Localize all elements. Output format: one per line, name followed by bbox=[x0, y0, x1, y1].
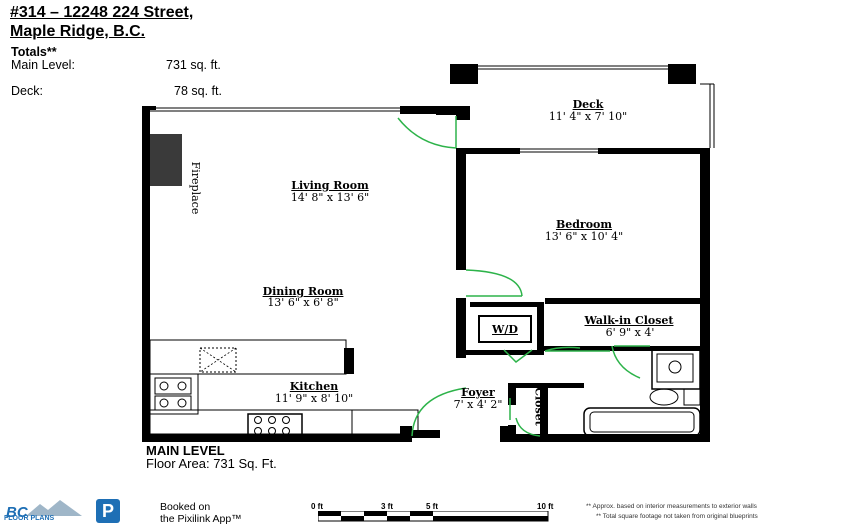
scale-label-0: 0 ft bbox=[311, 502, 323, 511]
washer-dryer-label: W/D bbox=[492, 323, 518, 336]
fireplace bbox=[150, 134, 182, 186]
foyer-label: Foyer bbox=[461, 386, 495, 399]
foyer-dims: 7' x 4' 2" bbox=[453, 398, 503, 411]
scale-bar bbox=[318, 511, 549, 522]
level-area: Floor Area: 731 Sq. Ft. bbox=[146, 456, 277, 471]
totals-deck-label: Deck: bbox=[11, 84, 43, 98]
address-line-2: Maple Ridge, B.C. bbox=[10, 23, 146, 40]
kitchen-dims: 11' 9" x 8' 10" bbox=[274, 392, 354, 405]
living-room-dims: 14' 8" x 13' 6" bbox=[290, 191, 370, 204]
totals-deck-value: 78 sq. ft. bbox=[174, 84, 222, 98]
walk-in-closet-label: Walk-in Closet bbox=[584, 314, 674, 327]
dining-room-dims: 13' 6" x 6' 8" bbox=[267, 296, 339, 309]
totals-title: Totals** bbox=[11, 45, 57, 59]
deck-dims: 11' 4" x 7' 10" bbox=[548, 110, 628, 123]
bedroom-label: Bedroom bbox=[555, 218, 613, 231]
level-name: MAIN LEVEL bbox=[146, 443, 225, 458]
fireplace-label: Fireplace bbox=[189, 161, 202, 215]
scale-label-10: 10 ft bbox=[537, 502, 554, 511]
exterior-walls bbox=[142, 106, 710, 442]
totals-main-label: Main Level: bbox=[11, 58, 75, 72]
door-swings bbox=[397, 116, 650, 437]
deck-label: Deck bbox=[572, 98, 604, 111]
closet-label: Closet bbox=[532, 387, 546, 426]
totals-main-value: 731 sq. ft. bbox=[166, 58, 221, 72]
kitchen-label: Kitchen bbox=[289, 380, 339, 393]
booked-line-1: Booked on bbox=[160, 501, 211, 513]
footnote-1: ** Approx. based on interior measurement… bbox=[586, 503, 757, 510]
logo-mountain-icon bbox=[26, 500, 82, 516]
logo-subtext: FLOOR PLANS bbox=[4, 515, 55, 522]
scale-label-5: 5 ft bbox=[426, 502, 438, 511]
pixilink-badge-icon: P bbox=[96, 499, 120, 523]
kitchen-fixtures bbox=[149, 339, 419, 437]
booked-line-2: the Pixilink App™ bbox=[160, 513, 242, 525]
logo-text: BC bbox=[6, 504, 28, 521]
footnote-2: ** Total square footage not taken from o… bbox=[596, 513, 758, 520]
bedroom-dims: 13' 6" x 10' 4" bbox=[544, 230, 624, 243]
address-line-1: #314 – 12248 224 Street, bbox=[10, 4, 194, 21]
deck-area bbox=[450, 64, 715, 148]
walk-in-closet-dims: 6' 9" x 4' bbox=[605, 326, 655, 339]
scale-label-3: 3 ft bbox=[381, 502, 393, 511]
living-room-label: Living Room bbox=[291, 179, 369, 192]
dining-room-label: Dining Room bbox=[262, 285, 344, 298]
